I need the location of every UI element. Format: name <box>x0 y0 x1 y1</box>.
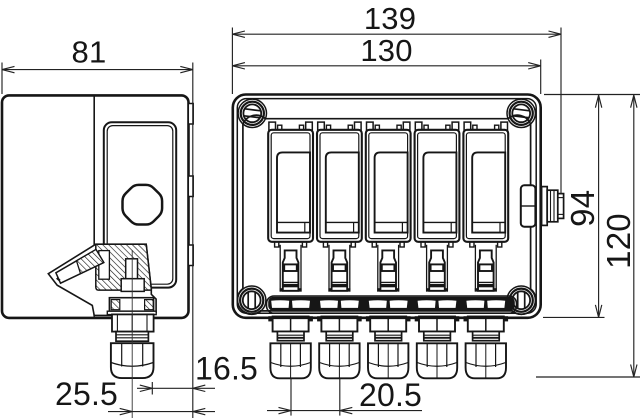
svg-text:94: 94 <box>564 190 601 227</box>
svg-text:120: 120 <box>600 213 637 269</box>
svg-text:20.5: 20.5 <box>359 377 422 413</box>
svg-text:25.5: 25.5 <box>55 376 118 412</box>
svg-text:81: 81 <box>72 35 107 70</box>
svg-text:130: 130 <box>360 33 412 68</box>
svg-text:16.5: 16.5 <box>195 351 258 387</box>
svg-text:139: 139 <box>364 1 416 36</box>
